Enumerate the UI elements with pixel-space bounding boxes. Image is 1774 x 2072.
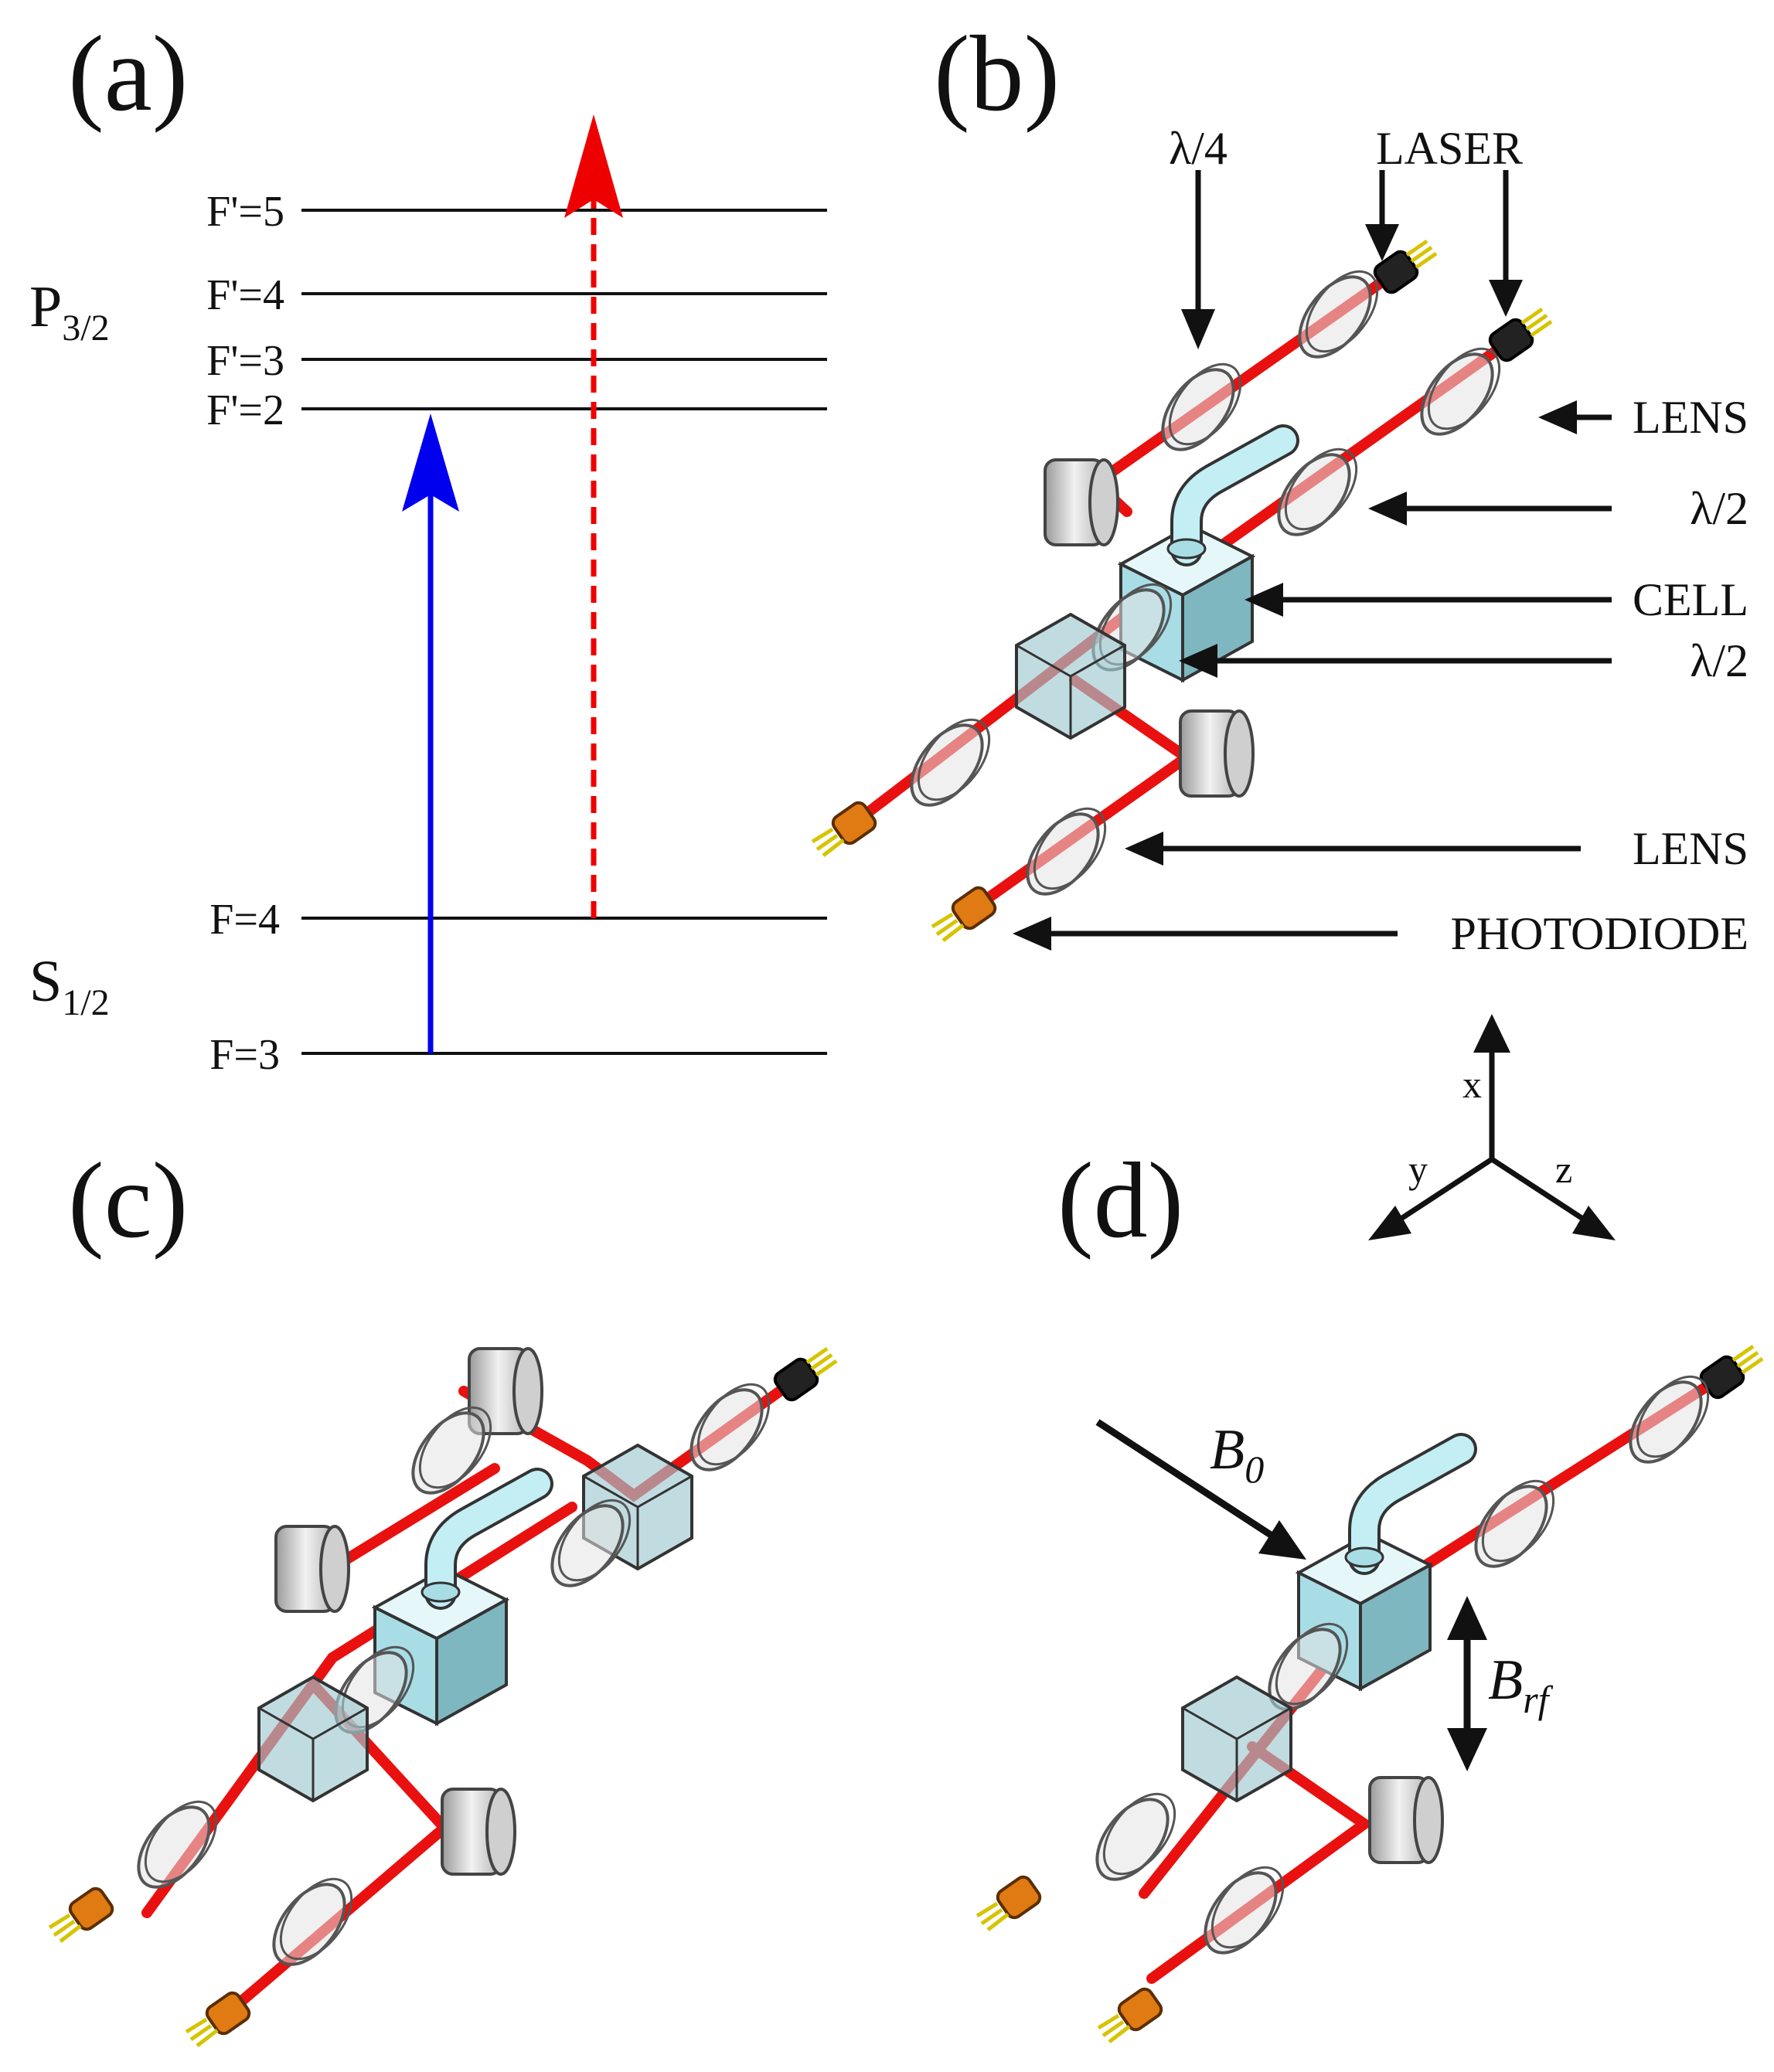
level-label-f2p: F'=2 [206, 386, 284, 434]
b0-label: B0 [1210, 1418, 1264, 1491]
axis-label-y: y [1408, 1148, 1428, 1191]
panel-c-mirror-left-icon [274, 1525, 350, 1613]
panel-d-mirror-icon [1368, 1776, 1444, 1864]
panel-d-plate-4-icon [1081, 1779, 1190, 1894]
panel-c-photodiode-1-icon [49, 1886, 115, 1941]
panel-c-plate-1-icon [676, 1369, 785, 1485]
label-lens-bottom: LENS [1633, 823, 1748, 874]
label-half-wave-top: λ/2 [1690, 483, 1748, 534]
panel-c-setup: (c) [49, 1141, 836, 2046]
panel-b-setup: (b) [812, 14, 1748, 959]
panel-c-plate-6-icon [258, 1864, 367, 1979]
coordinate-axes: x y z [1368, 1014, 1616, 1240]
panel-d-setup: (d) B0 Brf [977, 1141, 1762, 2042]
axis-label-z: z [1555, 1148, 1572, 1191]
level-label-f5: F'=5 [206, 188, 284, 236]
probe-arrowhead [564, 114, 623, 218]
callout-arrowheads [1013, 224, 1577, 951]
b0-arrowhead [1258, 1520, 1306, 1560]
state-label-s: S1/2 [29, 949, 110, 1023]
panel-label-d: (d) [1057, 1141, 1183, 1261]
b0-field-arrow [1095, 1419, 1278, 1541]
label-half-wave-mid: λ/2 [1690, 635, 1748, 686]
brf-label: Brf [1488, 1648, 1554, 1721]
label-photodiode: PHOTODIODE [1450, 908, 1748, 959]
panel-c-plate-5-icon [123, 1787, 232, 1902]
label-lens-top: LENS [1633, 392, 1748, 443]
panel-d-photodiode-1-icon [977, 1874, 1043, 1930]
axis-label-x: x [1462, 1063, 1482, 1106]
pump-arrowhead [402, 413, 459, 512]
panel-label-a: (a) [68, 14, 188, 134]
quarter-wave-plate-icon [1147, 349, 1256, 464]
panel-c-mirror-bottom-icon [441, 1788, 516, 1876]
brf-arrowhead-up [1447, 1596, 1487, 1640]
callout-arrows [1040, 170, 1612, 937]
mirror-bottom-icon [1179, 709, 1255, 798]
mirror-top-icon [1044, 458, 1119, 546]
level-label-f4p: F'=4 [206, 271, 284, 319]
level-label-f3p: F'=3 [206, 337, 284, 385]
label-laser: LASER [1376, 123, 1523, 174]
panel-d-photodiode-2-icon [1098, 1986, 1164, 2042]
panel-d-plate-5-icon [1190, 1853, 1299, 1968]
panel-label-c: (c) [68, 1141, 188, 1261]
panel-label-b: (b) [934, 14, 1060, 134]
label-quarter-wave: λ/4 [1169, 123, 1227, 174]
brf-arrowhead-down [1447, 1728, 1487, 1771]
level-label-f4: F=4 [209, 896, 280, 944]
label-cell: CELL [1633, 574, 1748, 625]
state-label-p: P3/2 [29, 274, 110, 349]
panel-a-energy-levels: (a) F'=5 F'=4 F'=3 F'=2 F=4 F=3 P3/2 S1/… [29, 14, 827, 1079]
level-label-f3: F=3 [209, 1031, 280, 1079]
